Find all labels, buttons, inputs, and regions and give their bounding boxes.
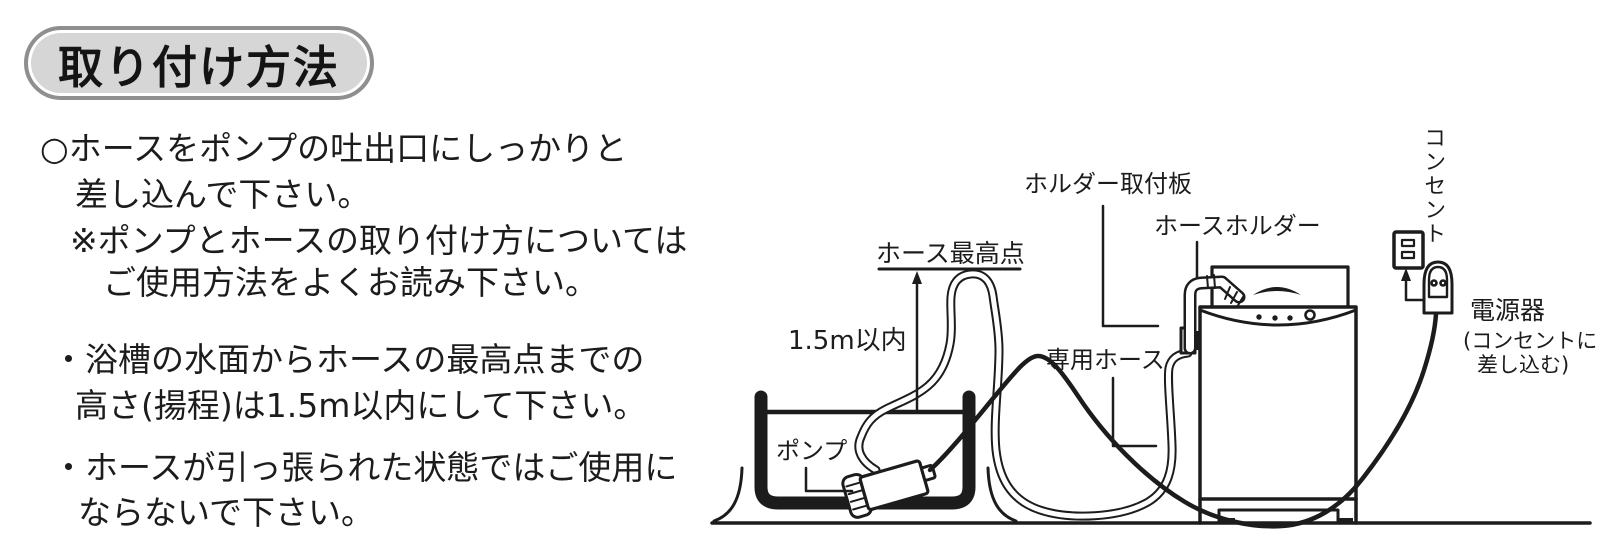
dedicated-hose-leader xyxy=(1111,376,1158,448)
hose xyxy=(854,269,1193,521)
instruction-item1-line2: 差し込んで下さい。 xyxy=(75,175,371,214)
instruction-item1-line1: ○ホースをポンプの吐出口にしっかりと xyxy=(40,129,628,168)
power-unit-note-line1: (コンセントに xyxy=(1463,329,1598,353)
plug-arrow-icon xyxy=(1401,268,1424,302)
instruction-item2-line2: 高さ(揚程)は1.5m以内にして下さい。 xyxy=(75,386,647,425)
instruction-item3-line1: ・ホースが引っ張られた状態ではご使用に xyxy=(52,448,678,487)
wall-outlet xyxy=(1392,230,1425,270)
machine-body xyxy=(1198,305,1358,501)
hose-holder-label: ホースホルダー xyxy=(1154,212,1321,240)
hose-peak-label: ホース最高点 xyxy=(876,239,1025,268)
dedicated-hose-label: 専用ホース xyxy=(1046,346,1165,374)
instruction-item3-line2: ならないで下さい。 xyxy=(78,493,375,532)
leader-lines xyxy=(804,204,1199,493)
control-panel-curve xyxy=(1198,308,1358,327)
instruction-note-line2: ご使用方法をよくお読み下さい。 xyxy=(103,263,598,302)
pump xyxy=(841,459,937,519)
hose-holder xyxy=(1183,274,1246,355)
instruction-note-line1: ※ポンプとホースの取り付け方については xyxy=(70,221,688,260)
lift-limit-label: 1.5m以内 xyxy=(788,326,907,356)
instruction-item2-line1: ・浴槽の水面からホースの最高点までの xyxy=(52,340,645,379)
outlet-label: コンセント xyxy=(1420,126,1446,246)
holder-plate-label: ホルダー取付板 xyxy=(1024,170,1192,198)
power-unit-label: 電源器 xyxy=(1470,296,1546,325)
pump-leader xyxy=(804,466,854,493)
pump-label: ポンプ xyxy=(776,437,848,465)
washing-machine xyxy=(1198,265,1358,525)
power-unit-note-line2: 差し込む) xyxy=(1477,353,1570,377)
title-badge: 取り付け方法 xyxy=(24,26,374,100)
holder-plate-leader xyxy=(1101,204,1160,328)
lid-handle xyxy=(1253,287,1301,295)
measure-arrow xyxy=(912,271,922,413)
page-title: 取り付け方法 xyxy=(57,40,340,94)
power-cord xyxy=(927,311,1439,529)
power-adapter xyxy=(1422,260,1454,315)
